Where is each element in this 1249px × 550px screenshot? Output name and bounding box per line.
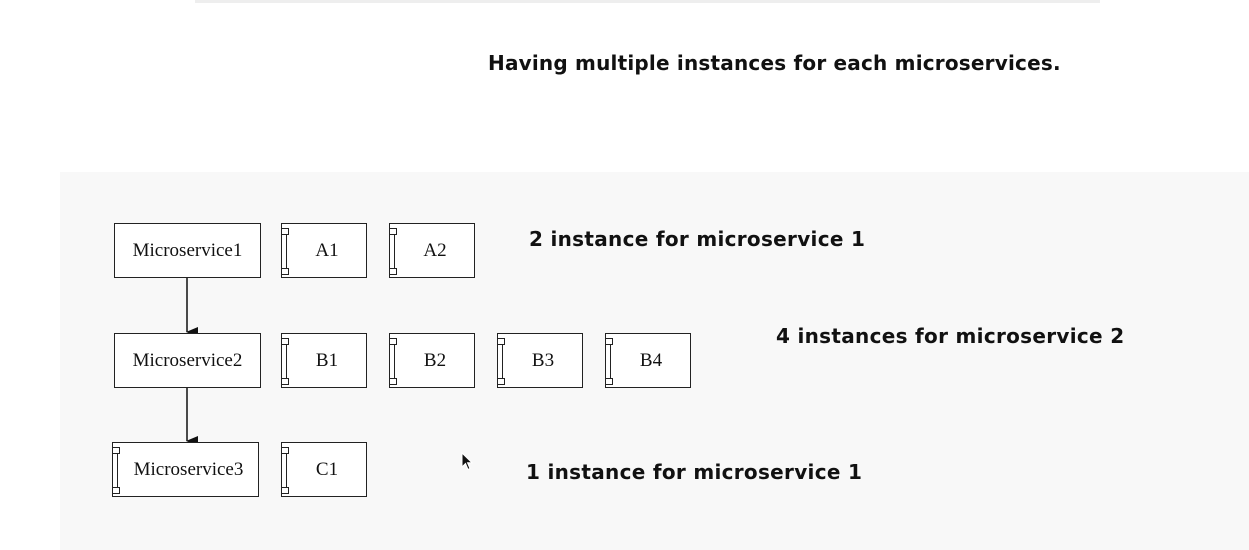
component-icon [610, 340, 611, 383]
annotation-row3: 1 instance for microservice 1 [526, 460, 863, 484]
microservice-1-box: Microservice1 [114, 223, 261, 278]
microservice-3-box: Microservice3 [112, 442, 259, 497]
instance-b3-box: B3 [497, 333, 583, 388]
instance-b3-label: B3 [531, 349, 555, 371]
annotation-row1: 2 instance for microservice 1 [529, 227, 866, 251]
component-icon [394, 230, 395, 273]
component-icon [502, 340, 503, 383]
instance-a1-label: A1 [315, 239, 339, 261]
microservice-1-label: Microservice1 [132, 239, 243, 261]
microservice-2-box: Microservice2 [114, 333, 261, 388]
instance-a2-box: A2 [389, 223, 475, 278]
instance-a2-label: A2 [423, 239, 447, 261]
component-icon [286, 230, 287, 273]
instance-b1-label: B1 [315, 349, 339, 371]
component-icon [117, 449, 118, 492]
instance-b4-label: B4 [639, 349, 663, 371]
instance-b2-box: B2 [389, 333, 475, 388]
microservice-2-label: Microservice2 [132, 349, 243, 371]
component-icon [394, 340, 395, 383]
instance-c1-box: C1 [281, 442, 367, 497]
instance-c1-label: C1 [315, 458, 339, 480]
annotation-row2: 4 instances for microservice 2 [776, 324, 1125, 348]
instance-b4-box: B4 [605, 333, 691, 388]
top-divider [195, 0, 1100, 3]
component-icon [286, 449, 287, 492]
microservice-3-label: Microservice3 [133, 458, 244, 480]
instance-b1-box: B1 [281, 333, 367, 388]
page-title: Having multiple instances for each micro… [488, 51, 1061, 75]
instance-a1-box: A1 [281, 223, 367, 278]
instance-b2-label: B2 [423, 349, 447, 371]
component-icon [286, 340, 287, 383]
mouse-cursor-icon [461, 452, 474, 471]
